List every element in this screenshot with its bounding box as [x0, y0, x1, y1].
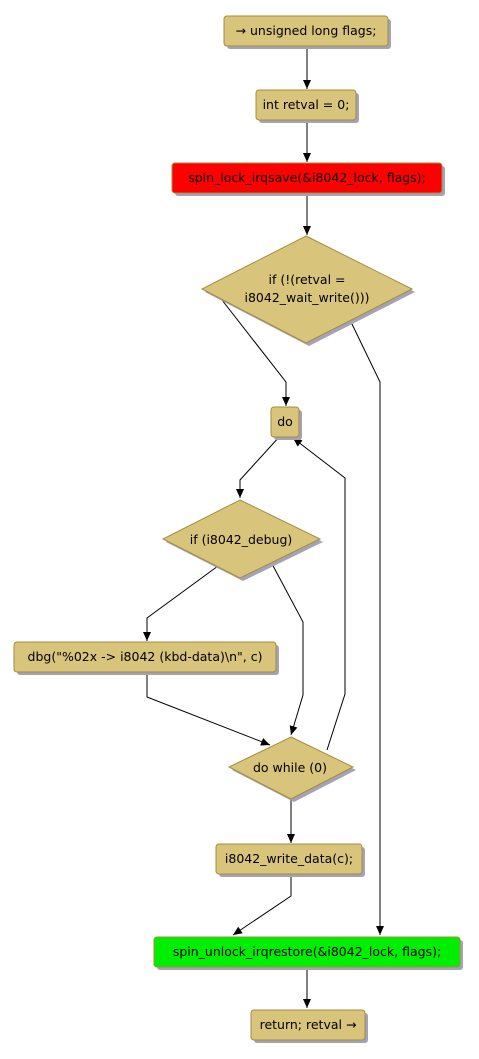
- if-wait-write-label-line1: if (!(retval =: [268, 272, 345, 287]
- do-while-node: do while (0): [227, 736, 356, 802]
- start-node-label: → unsigned long flags;: [236, 23, 377, 38]
- if-wait-write-node: if (!(retval = i8042_wait_write())): [200, 235, 415, 346]
- dbg-node-box: [13, 641, 277, 673]
- spin-lock-box: [171, 162, 443, 194]
- edge-while-do: [292, 437, 346, 751]
- start-node-box: [223, 15, 389, 47]
- edge-write-unlock: [232, 874, 292, 936]
- edges: [143, 46, 384, 1008]
- dbg-node-label: dbg("%02x -> i8042 (kbd-data)\n", c): [28, 649, 263, 664]
- spin-unlock-node: spin_unlock_irqrestore(&i8042_lock, flag…: [153, 936, 463, 970]
- spin-lock-node: spin_lock_irqsave(&i8042_lock, flags);: [171, 162, 445, 196]
- if-wait-write-diamond: [200, 235, 414, 344]
- do-node-box: [270, 406, 300, 438]
- nodes: → unsigned long flags; int retval = 0; s…: [13, 15, 463, 1043]
- if-wait-write-label-line2: i8042_wait_write())): [245, 290, 370, 305]
- retval-decl-node: int retval = 0;: [255, 89, 359, 123]
- write-data-node: i8042_write_data(c);: [215, 843, 365, 877]
- edge-if-debug-dbg: [143, 565, 219, 641]
- edge-dbg-while: [146, 672, 271, 746]
- write-data-label: i8042_write_data(c);: [225, 851, 353, 866]
- edge-if-wait-do: [221, 299, 290, 406]
- edge-if-debug-while: [270, 561, 304, 736]
- retval-decl-label: int retval = 0;: [263, 97, 350, 112]
- edge-do-if-debug: [236, 435, 281, 498]
- spin-unlock-label: spin_unlock_irqrestore(&i8042_lock, flag…: [173, 944, 441, 959]
- write-data-box: [215, 843, 363, 875]
- return-node: return; retval →: [250, 1009, 368, 1043]
- do-while-label: do while (0): [253, 760, 327, 775]
- return-node-box: [250, 1009, 366, 1041]
- do-node: do: [270, 406, 302, 440]
- start-node: → unsigned long flags;: [223, 15, 391, 49]
- if-debug-node: if (i8042_debug): [161, 499, 323, 581]
- return-node-label: return; retval →: [260, 1017, 357, 1032]
- do-while-diamond: [227, 736, 355, 800]
- if-debug-diamond: [161, 499, 322, 579]
- do-node-label: do: [277, 414, 293, 429]
- if-debug-label: if (i8042_debug): [190, 532, 293, 547]
- edge-if-wait-unlock: [350, 321, 384, 935]
- spin-lock-label: spin_lock_irqsave(&i8042_lock, flags);: [188, 170, 426, 185]
- spin-unlock-box: [153, 936, 461, 968]
- retval-decl-box: [255, 89, 357, 121]
- dbg-node: dbg("%02x -> i8042 (kbd-data)\n", c): [13, 641, 279, 675]
